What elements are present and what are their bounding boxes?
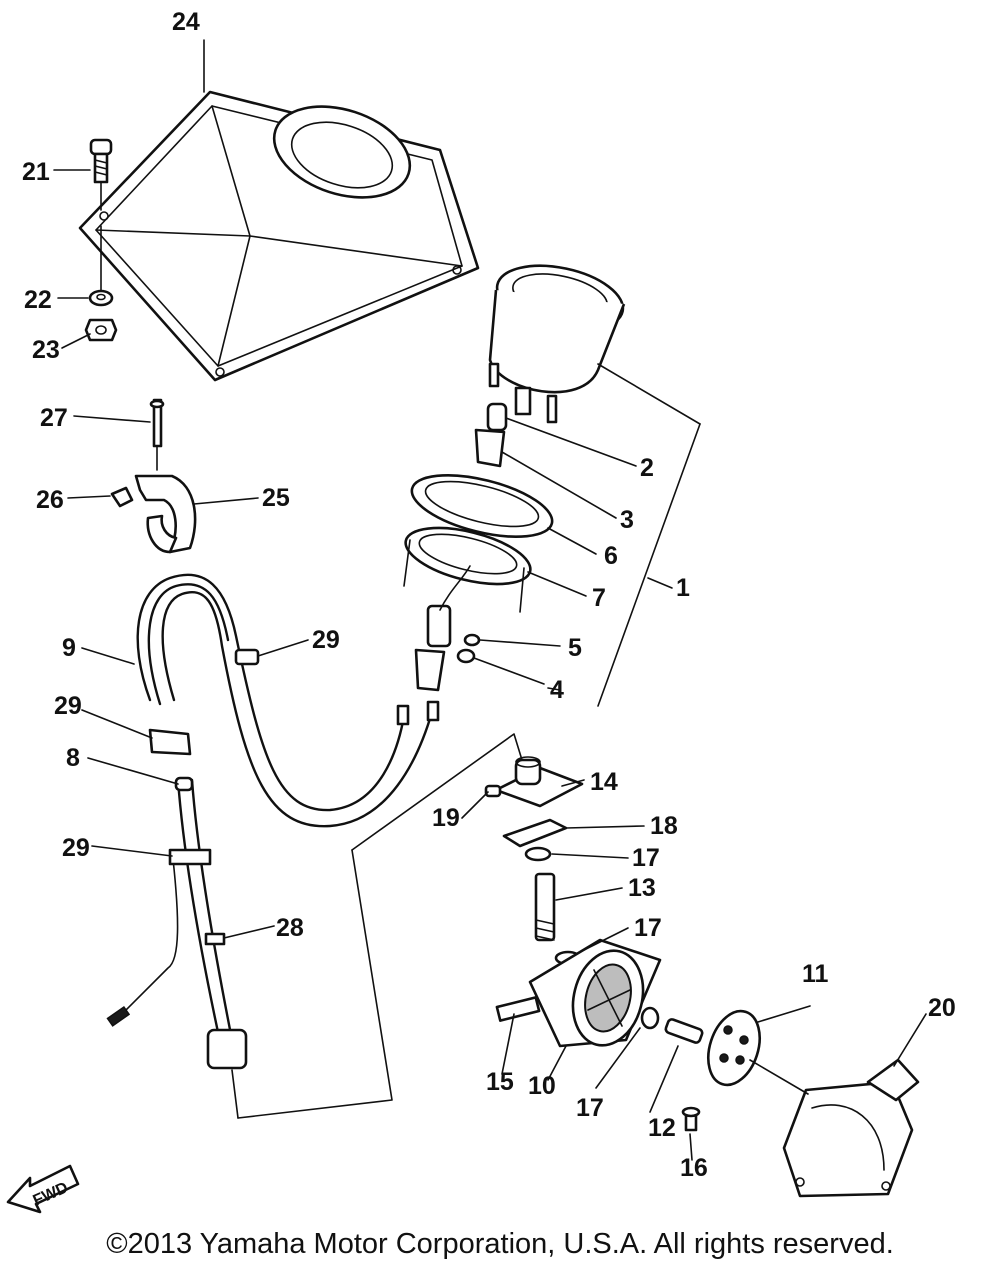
callout-19: 19 — [432, 804, 460, 832]
callout-1: 1 — [676, 574, 690, 602]
socket-part-3 — [474, 428, 506, 468]
plate-part-14 — [494, 756, 584, 808]
callout-3: 3 — [620, 506, 634, 534]
bolt-part-27 — [149, 398, 165, 448]
callout-2: 2 — [640, 454, 654, 482]
screw-part-19 — [484, 784, 502, 798]
bulb-part-2 — [486, 402, 508, 432]
screw-part-16 — [681, 1106, 701, 1132]
screw-part-4 — [456, 648, 545, 685]
washer-part-5 — [463, 633, 481, 647]
speedometer-part-1 — [488, 264, 626, 424]
callout-5: 5 — [568, 634, 582, 662]
callout-29-lower: 29 — [62, 834, 90, 862]
callout-labels: 24 21 22 23 27 26 25 2 3 6 1 7 5 4 9 29 … — [22, 8, 956, 1182]
gear-part-11 — [707, 1009, 761, 1087]
callout-22: 22 — [24, 286, 52, 314]
callout-17-lower: 17 — [576, 1094, 604, 1122]
washer-part-17-upper — [524, 846, 552, 862]
meter-cover-part-24 — [78, 90, 480, 382]
pinion-gear-part-13 — [534, 872, 556, 942]
bracket-part-7 — [403, 526, 532, 613]
callout-14: 14 — [590, 768, 618, 796]
callout-10: 10 — [528, 1072, 556, 1100]
copyright-notice: ©2013 Yamaha Motor Corporation, U.S.A. A… — [106, 1228, 894, 1260]
bolt-part-15 — [495, 996, 541, 1022]
callout-16: 16 — [680, 1154, 708, 1182]
callout-29-left: 29 — [54, 692, 82, 720]
callout-12: 12 — [648, 1114, 676, 1142]
callout-29-upper: 29 — [312, 626, 340, 654]
callout-26: 26 — [36, 486, 64, 514]
callout-28: 28 — [276, 914, 304, 942]
callout-11: 11 — [802, 960, 829, 988]
bulb-socket-assembly — [414, 565, 471, 692]
callout-4: 4 — [550, 676, 564, 704]
callout-15: 15 — [486, 1068, 514, 1096]
callout-13: 13 — [628, 874, 656, 902]
callout-6: 6 — [604, 542, 618, 570]
callout-18: 18 — [650, 812, 678, 840]
nut-part-23 — [84, 318, 118, 342]
screw-part-21 — [89, 138, 113, 184]
callout-7: 7 — [592, 584, 606, 612]
callout-8: 8 — [66, 744, 80, 772]
cable-part-8 — [106, 776, 248, 1070]
callout-23: 23 — [32, 336, 60, 364]
clamp-part-29-left — [148, 728, 192, 756]
leader-lines — [53, 39, 927, 1161]
callout-17-middle: 17 — [634, 914, 662, 942]
callout-9: 9 — [62, 634, 76, 662]
housing-part-20 — [782, 1058, 920, 1198]
callout-24: 24 — [172, 8, 200, 36]
callout-21: 21 — [22, 158, 50, 186]
callout-27: 27 — [40, 404, 68, 432]
gasket-part-6 — [410, 474, 554, 538]
callout-17-upper: 17 — [632, 844, 660, 872]
bracket-part-25 — [134, 474, 197, 554]
callout-25: 25 — [262, 484, 290, 512]
washer-part-17-lower — [640, 1006, 660, 1030]
clamp-part-29-upper — [234, 648, 260, 666]
seal-part-18 — [502, 818, 568, 848]
callout-20: 20 — [928, 994, 956, 1022]
forward-arrow-icon: FWD — [6, 1164, 80, 1214]
gear-part-12 — [664, 1018, 704, 1044]
gear-housing-part-10 — [528, 938, 662, 1048]
nut-part-26 — [110, 486, 134, 508]
washer-part-22 — [88, 289, 114, 307]
